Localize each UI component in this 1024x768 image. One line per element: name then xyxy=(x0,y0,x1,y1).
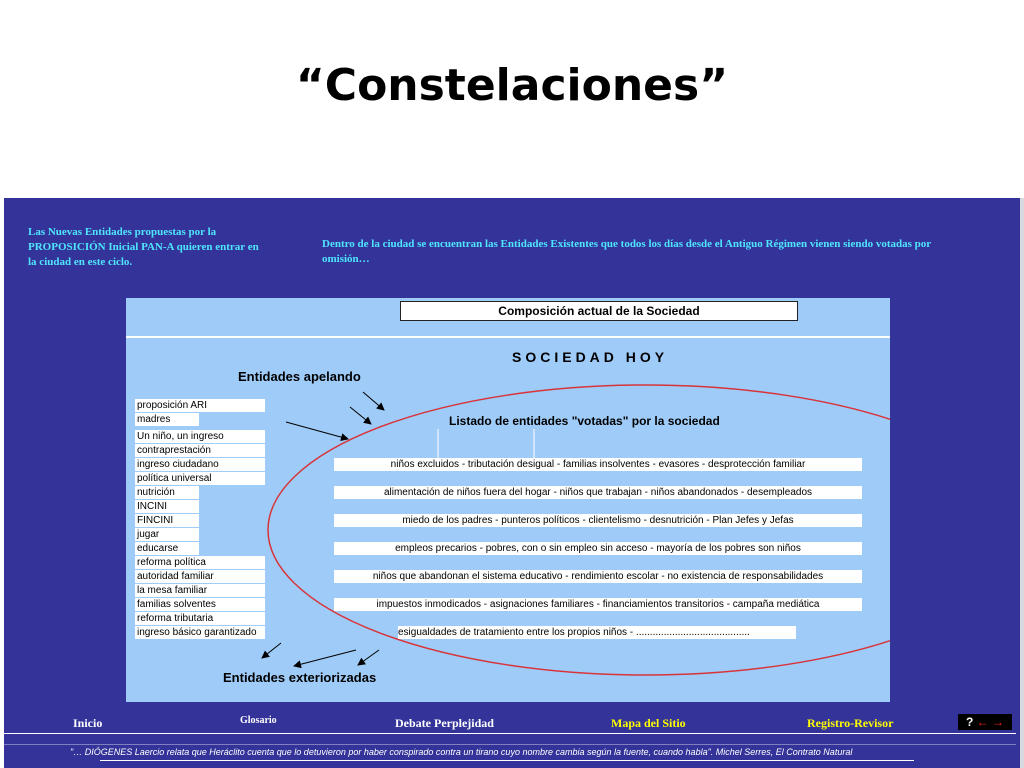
entity-item: Un niño, un ingreso xyxy=(135,430,265,443)
nav-link-registro[interactable]: Registro-Revisor xyxy=(807,716,894,730)
entity-item: reforma tributaria xyxy=(135,612,265,625)
nav-button-group: ? ← → xyxy=(958,714,1012,730)
entity-item: familias solventes xyxy=(135,598,265,611)
arrow-in-2 xyxy=(349,406,372,425)
appealing-entities-label: Entidades apelando xyxy=(238,369,361,384)
entity-item: nutrición xyxy=(135,486,199,499)
entity-item: madres xyxy=(135,413,199,426)
voted-entities-row: empleos precarios - pobres, con o sin em… xyxy=(334,542,862,555)
entity-item: educarse xyxy=(135,542,199,555)
nav-link-glosario[interactable]: Glosario xyxy=(240,715,277,726)
nav-link-mapa[interactable]: Mapa del Sitio xyxy=(611,716,686,730)
entity-item: jugar xyxy=(135,528,199,541)
voted-entities-row: miedo de los padres - punteros políticos… xyxy=(334,514,862,527)
entity-item: autoridad familiar xyxy=(135,570,265,583)
footer-divider-lower xyxy=(4,744,1016,745)
nav-link-inicio[interactable]: Inicio xyxy=(73,716,103,730)
arrow-in-1 xyxy=(362,391,385,411)
voted-entities-title: Listado de entidades "votadas" por la so… xyxy=(449,414,720,428)
voted-entities-row: niños excluidos - tributación desigual -… xyxy=(334,458,862,471)
society-today-heading: SOCIEDAD HOY xyxy=(512,349,669,365)
composition-label: Composición actual de la Sociedad xyxy=(400,301,798,321)
entity-item: FINCINI xyxy=(135,514,199,527)
entity-item: reforma política xyxy=(135,556,265,569)
voted-entities-row: impuestos inmodicados - asignaciones fam… xyxy=(334,598,862,611)
slide-title: “Constelaciones” xyxy=(295,60,729,111)
diagram-header-band: Composición actual de la Sociedad xyxy=(126,298,890,338)
help-button[interactable]: ? xyxy=(965,715,974,729)
entity-item: contraprestación xyxy=(135,444,265,457)
arrow-out-2 xyxy=(293,649,357,669)
entity-item: la mesa familiar xyxy=(135,584,265,597)
voted-entities-row: alimentación de niños fuera del hogar - … xyxy=(334,486,862,499)
intro-left-text: Las Nuevas Entidades propuestas por la P… xyxy=(28,226,259,268)
arrow-out-3 xyxy=(357,649,380,666)
entity-item: política universal xyxy=(135,472,265,485)
arrow-in-3 xyxy=(285,421,349,442)
quote-underline xyxy=(100,760,914,761)
entity-item: ingreso básico garantizado xyxy=(135,626,265,639)
society-ellipse xyxy=(267,384,890,676)
panel-scroll-edge xyxy=(1020,198,1024,768)
back-arrow-icon[interactable]: ← xyxy=(976,715,989,729)
forward-arrow-icon[interactable]: → xyxy=(992,715,1005,729)
footer-quote: "… DIÓGENES Laercio relata que Heráclito… xyxy=(70,747,853,757)
nav-link-debate[interactable]: Debate Perplejidad xyxy=(395,716,494,730)
society-diagram: Composición actual de la Sociedad SOCIED… xyxy=(126,298,890,702)
voted-entities-row: esigualdades de tratamiento entre los pr… xyxy=(398,626,796,639)
exteriorized-entities-label: Entidades exteriorizadas xyxy=(223,670,377,685)
entity-item: ingreso ciudadano xyxy=(135,458,265,471)
entity-item: proposición ARI xyxy=(135,399,265,412)
footer-divider xyxy=(4,733,1016,734)
entity-item: INCINI xyxy=(135,500,199,513)
intro-right-text: Dentro de la ciudad se encuentran las En… xyxy=(322,238,931,265)
arrow-out-1 xyxy=(261,642,282,659)
voted-entities-row: niños que abandonan el sistema educativo… xyxy=(334,570,862,583)
ellipse-and-arrows xyxy=(261,384,890,676)
